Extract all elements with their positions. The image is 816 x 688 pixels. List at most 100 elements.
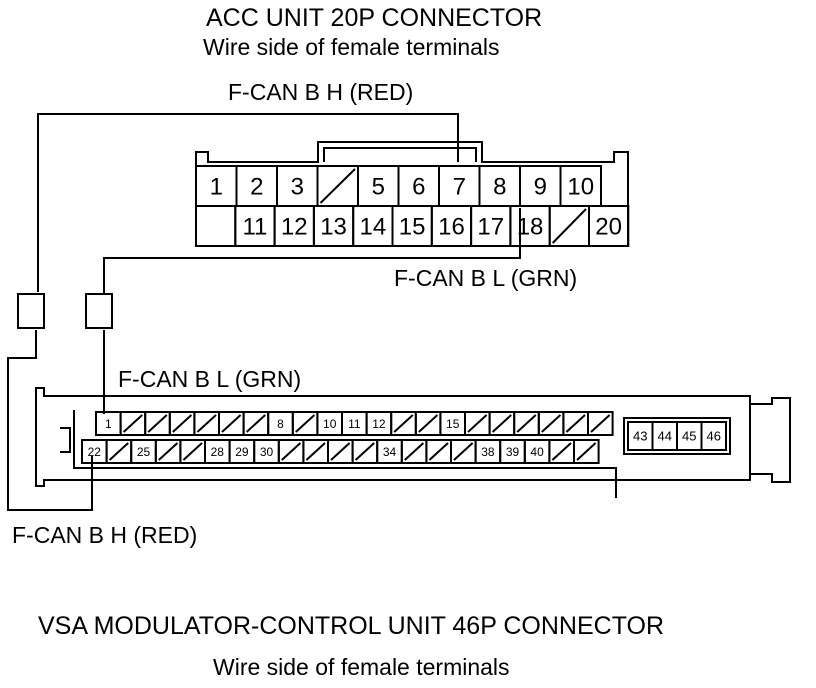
vsa-bottom-unused-slash [281,442,302,461]
acc-top-terminal-number: 8 [493,174,506,201]
vsa-top-unused-slash [147,414,168,433]
vsa-top-cell [218,411,245,436]
acc-top-terminal-number: 3 [291,174,304,201]
vsa-bottom-cell [425,439,452,464]
vsa-bottom-cell [450,439,477,464]
acc-bottom-terminal-number: 11 [242,214,267,241]
acc-bottom-cell: 20 [588,205,630,247]
acc-unused-slash [551,208,587,244]
vsa-bottom-cell: 40 [523,439,551,464]
vsa-top-cell [168,411,196,436]
vsa-connector-clip [750,397,791,483]
vsa-bottom-terminal-number: 29 [235,445,249,459]
vsa-bottom-terminal-number: 34 [383,445,397,459]
vsa-bottom-unused-slash [305,442,326,461]
vsa-connector-subtitle: Wire side of female terminals [213,654,510,680]
vsa-top-cell [464,411,491,436]
vsa-top-unused-slash [541,414,562,433]
acc-top-cell: 10 [559,165,602,207]
vsa-bottom-cell [154,439,182,464]
vsa-top-unused-slash [516,414,537,433]
acc-top-terminal-number: 9 [534,174,547,201]
vsa-side-terminal-number: 43 [633,429,647,444]
acc-bottom-cell: 18 [509,205,551,247]
vsa-side-terminal-number: 44 [658,429,672,444]
vsa-bottom-terminal-number: 39 [506,445,520,459]
vsa-bottom-cell [105,439,133,464]
vsa-bottom-cell: 25 [130,439,157,464]
acc-bottom-terminal-number: 15 [399,214,426,241]
vsa-top-cell [144,411,171,436]
vsa-top-unused-slash [393,414,414,433]
acc-bottom-terminal-number: 20 [595,214,622,241]
vsa-top-terminal-number: 1 [105,417,112,431]
acc-top-terminal-number: 2 [250,174,263,201]
inline-connector-grn [85,293,113,329]
acc-connector-housing [195,141,629,247]
acc-top-unused-slash [319,168,356,204]
vsa-bottom-terminal-number: 40 [530,445,544,459]
vsa-bottom-cell [327,439,354,464]
vsa-top-unused-slash [295,414,316,433]
vsa-top-unused-slash [245,414,266,433]
vsa-top-cell [562,411,590,436]
acc-bottom-cell: 11 [234,205,276,247]
acc-top-cell: 9 [519,165,562,207]
acc-bottom-cell [195,205,237,247]
vsa-inner-frame [73,410,617,498]
vsa-top-terminal-number: 12 [372,417,386,431]
vsa-bottom-unused-slash [354,442,375,461]
acc-top-terminal-number: 5 [372,174,385,201]
wire-label-vsa-red: F-CAN B H (RED) [12,522,198,548]
vsa-bottom-cell [573,439,600,464]
acc-connector-latch [323,147,477,162]
vsa-bottom-cell: 30 [253,439,280,464]
inline-connector-red [17,293,45,329]
vsa-top-terminal-number: 15 [446,417,460,431]
vsa-bottom-unused-slash [453,442,474,461]
vsa-top-unused-slash [590,414,611,433]
acc-top-cell: 8 [478,165,521,207]
vsa-top-cell [587,411,614,436]
vsa-bottom-unused-slash [158,442,179,461]
vsa-bottom-unused-slash [428,442,449,461]
vsa-bottom-cell: 39 [499,439,526,464]
acc-bottom-cell [548,205,591,247]
vsa-top-cell: 8 [267,411,294,436]
vsa-bottom-terminal-number: 28 [211,445,225,459]
wire-label-vsa-grn: F-CAN B L (GRN) [118,366,302,392]
vsa-top-cell [291,411,319,436]
acc-connector-title: ACC UNIT 20P CONNECTOR [206,4,543,32]
vsa-bottom-unused-slash [576,442,597,461]
vsa-bottom-cell [179,439,206,464]
vsa-top-cell [414,411,442,436]
vsa-top-unused-slash [565,414,586,433]
vsa-bottom-cell: 34 [376,439,403,464]
acc-bottom-cell: 14 [352,205,394,247]
acc-top-cell: 1 [195,165,238,207]
vsa-top-unused-slash [221,414,242,433]
wire-f-can-b-h-vsa [7,330,93,511]
acc-top-cell [316,165,359,207]
acc-bottom-cell: 13 [312,205,355,247]
acc-connector-subtitle: Wire side of female terminals [203,34,500,60]
acc-top-cell: 6 [397,165,440,207]
vsa-bottom-cell: 29 [228,439,256,464]
vsa-bottom-cell: 28 [204,439,231,464]
vsa-top-cell: 15 [439,411,466,436]
vsa-bottom-terminal-number: 30 [260,445,274,459]
acc-top-terminal-number: 7 [453,174,466,201]
vsa-top-cell: 12 [365,411,393,436]
wire-f-can-b-l-acc [103,208,521,294]
vsa-top-cell [193,411,220,436]
vsa-top-cell [537,411,565,436]
vsa-bottom-cell [302,439,329,464]
vsa-top-cell [488,411,516,436]
acc-top-cell: 3 [276,165,319,207]
vsa-bottom-cell [351,439,379,464]
acc-bottom-terminal-number: 16 [438,214,465,241]
vsa-top-cell [242,411,270,436]
vsa-bottom-unused-slash [108,442,129,461]
vsa-bottom-cell [400,439,428,464]
